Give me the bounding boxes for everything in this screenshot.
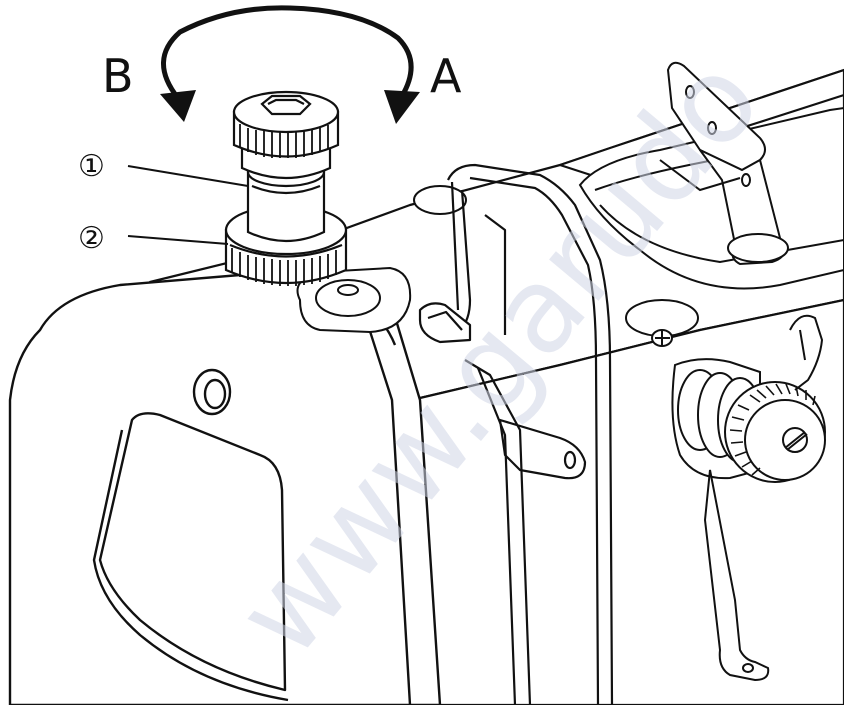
tension-assembly — [625, 299, 826, 682]
tension-knob — [724, 381, 826, 483]
face-plate — [8, 268, 442, 705]
thread-guide-top — [659, 61, 789, 266]
label-part-2: ② — [78, 221, 105, 256]
arrow-head-b — [160, 90, 196, 122]
label-part-1: ① — [78, 149, 105, 184]
adjustment-knob-assembly — [224, 90, 348, 286]
rotation-arrow — [161, 5, 414, 101]
leader-line-2 — [127, 235, 229, 245]
leader-line-1 — [127, 165, 249, 187]
screw-head — [232, 90, 340, 158]
label-rotation-b: B — [102, 49, 134, 103]
thread-frame — [418, 163, 614, 705]
arrow-head-a — [384, 90, 420, 124]
label-rotation-a: A — [430, 49, 462, 103]
